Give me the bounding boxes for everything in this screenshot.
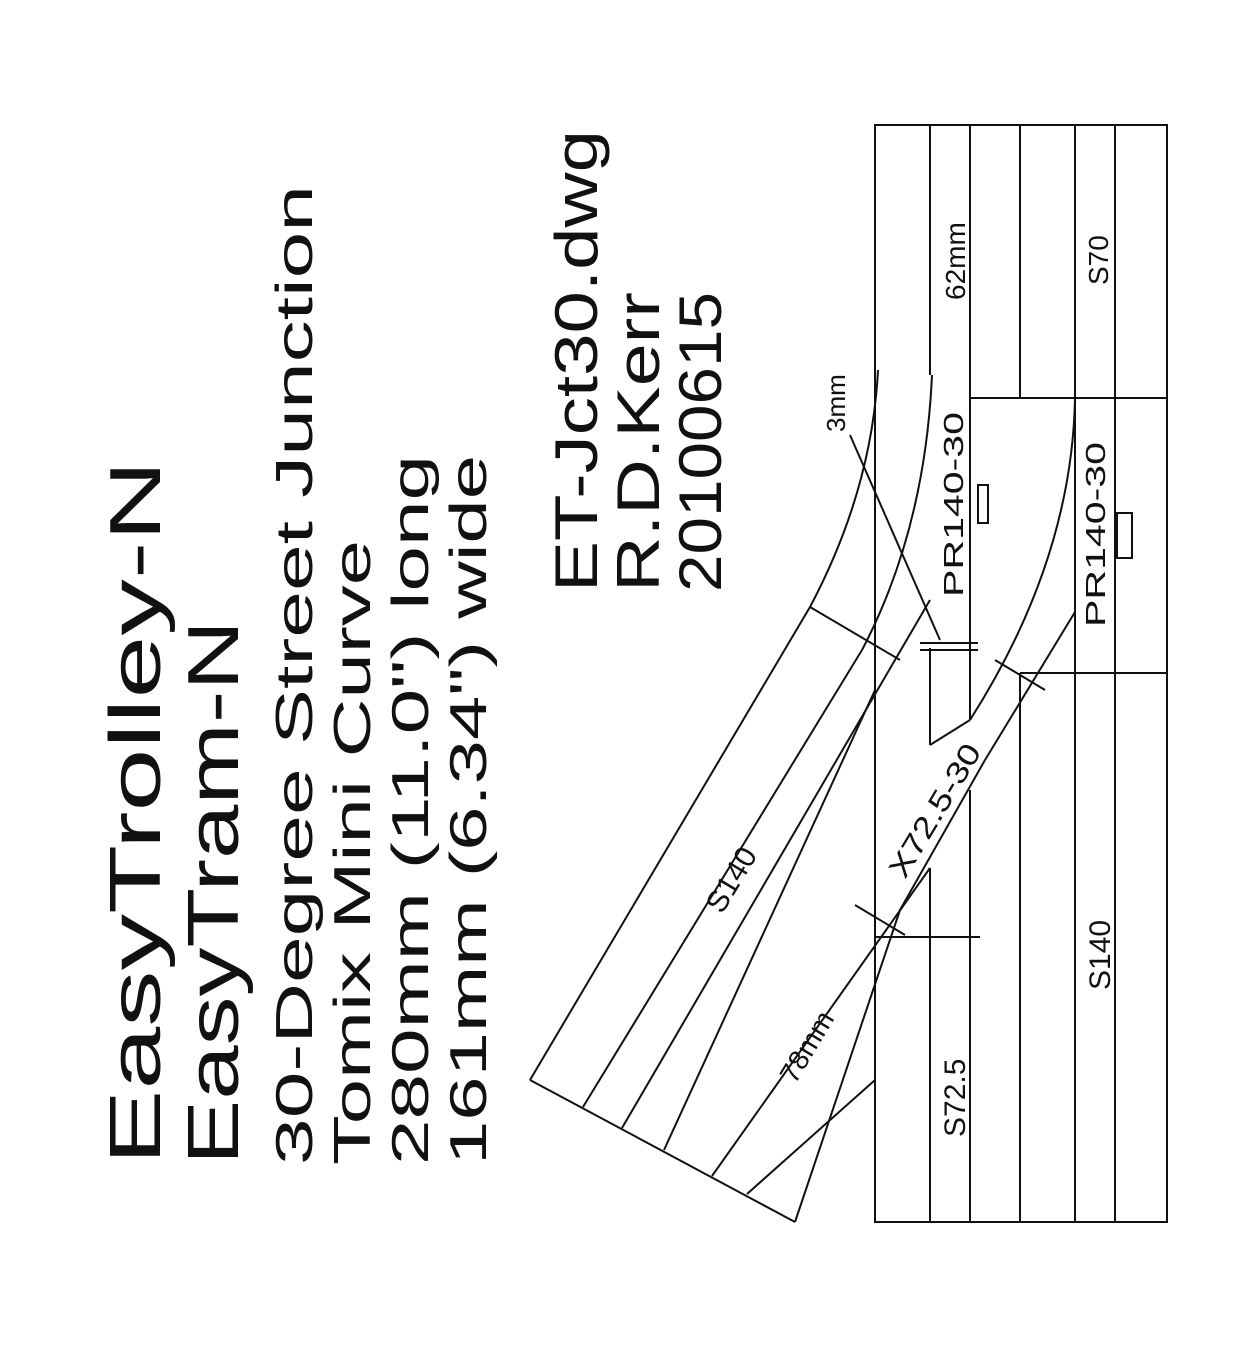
label-s72: S72.5 xyxy=(939,1059,972,1137)
subtitle-curve: Tomix Mini Curve xyxy=(324,540,382,1165)
diag-line xyxy=(794,909,901,1223)
diag-line xyxy=(711,867,931,1177)
frog-line xyxy=(929,719,971,746)
diag-end xyxy=(529,1079,796,1223)
label-62mm: 62mm xyxy=(940,222,971,300)
file-name: ET-Jct30.dwg xyxy=(543,130,610,592)
label-x72: X72.5-30 xyxy=(883,738,989,884)
label-pr140-lower: PR140-30 xyxy=(1080,442,1111,627)
label-s140-diag: S140 xyxy=(700,842,764,919)
label-s140-straight: S140 xyxy=(1084,920,1117,990)
diag-line xyxy=(621,599,931,1129)
track-layout xyxy=(529,124,1168,1223)
diag-line xyxy=(984,611,1076,761)
label-78mm: 78mm xyxy=(774,1005,841,1088)
diag-line xyxy=(746,1079,876,1195)
label-s70: S70 xyxy=(1083,235,1114,285)
title-easytrolley: EasyTrolley-N xyxy=(96,460,176,1165)
curve-inner xyxy=(861,374,933,651)
drawing-date: 20100615 xyxy=(667,292,734,592)
joint-tick xyxy=(994,659,1046,691)
diag-edge xyxy=(529,606,811,1081)
diag-line xyxy=(663,689,876,1151)
title-block: EasyTrolley-N EasyTram-N 30-Degree Stree… xyxy=(96,185,498,1165)
joint-tick xyxy=(809,606,901,661)
author-name: R.D.Kerr xyxy=(605,292,672,592)
diag-line xyxy=(899,759,986,911)
width-spec: 161mm (6.34") wide xyxy=(440,455,498,1165)
label-3mm: 3mm xyxy=(821,374,851,432)
subtitle-junction: 30-Degree Street Junction xyxy=(266,185,324,1165)
curve-outer xyxy=(809,369,879,608)
length-spec: 280mm (11.0") long xyxy=(382,455,440,1165)
file-block: ET-Jct30.dwg R.D.Kerr 20100615 xyxy=(543,130,734,592)
label-pr140-upper: PR140-30 xyxy=(938,412,969,597)
switch-marker xyxy=(1116,512,1133,559)
switch-marker xyxy=(977,484,989,524)
leader-line xyxy=(849,434,941,641)
curve-branch xyxy=(969,397,1076,721)
drawing-labels: 62mm S70 PR140-30 PR140-30 3mm S140 X72.… xyxy=(700,222,1117,1137)
diag-line xyxy=(582,649,863,1108)
joint-tick xyxy=(854,904,906,936)
title-easytram: EasyTram-N xyxy=(174,620,254,1165)
